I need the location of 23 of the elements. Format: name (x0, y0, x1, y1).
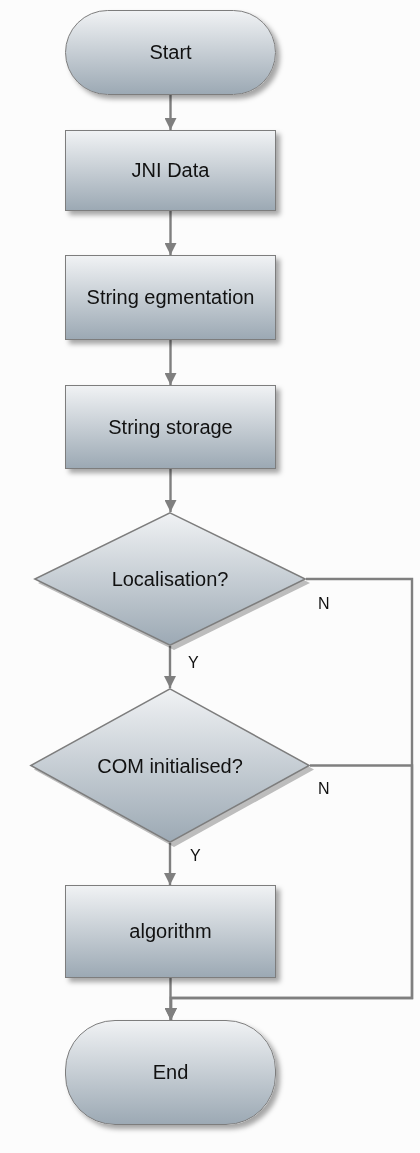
node-text: algorithm (129, 919, 212, 944)
node-text: String storage (108, 414, 233, 440)
edge-label: N (316, 781, 332, 797)
node-text: Start (149, 40, 192, 65)
arrow (164, 340, 177, 385)
node-text: String egmentation (86, 285, 255, 310)
edge-label: Y (188, 848, 203, 864)
process-box (65, 255, 276, 340)
edge-label: N (316, 596, 332, 612)
arrow (164, 95, 177, 130)
node-text: JNI Data (131, 158, 210, 183)
terminal-shape (65, 10, 276, 95)
process-box (65, 385, 276, 469)
arrow (164, 843, 176, 885)
terminal-shape (65, 1020, 276, 1125)
process-box (65, 885, 276, 978)
process-box (65, 130, 276, 211)
arrow (164, 646, 176, 688)
node-text: End (152, 1060, 189, 1085)
edge-label: Y (186, 655, 201, 671)
arrow (165, 764, 414, 1020)
arrow (164, 211, 177, 255)
arrow (164, 469, 177, 512)
